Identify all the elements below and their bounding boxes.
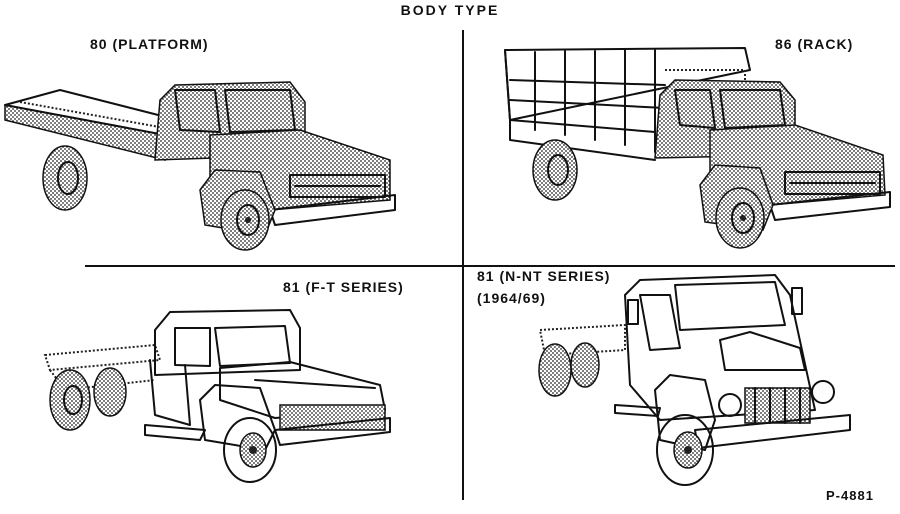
figure-number: P-4881 — [826, 488, 874, 503]
nnt-series-years-label: (1964/69) — [477, 290, 546, 306]
nnt-series-chassis-cab-icon — [538, 274, 851, 486]
rack-label: 86 (RACK) — [775, 36, 854, 52]
diagram-title: BODY TYPE — [400, 2, 500, 18]
platform-label: 80 (PLATFORM) — [90, 36, 209, 52]
rack-truck-icon — [504, 47, 891, 249]
nnt-series-label: 81 (N-NT SERIES) — [477, 268, 611, 284]
platform-truck-icon — [4, 81, 396, 251]
ft-series-label: 81 (F-T SERIES) — [283, 279, 404, 295]
ft-series-chassis-cab-icon — [43, 309, 391, 483]
